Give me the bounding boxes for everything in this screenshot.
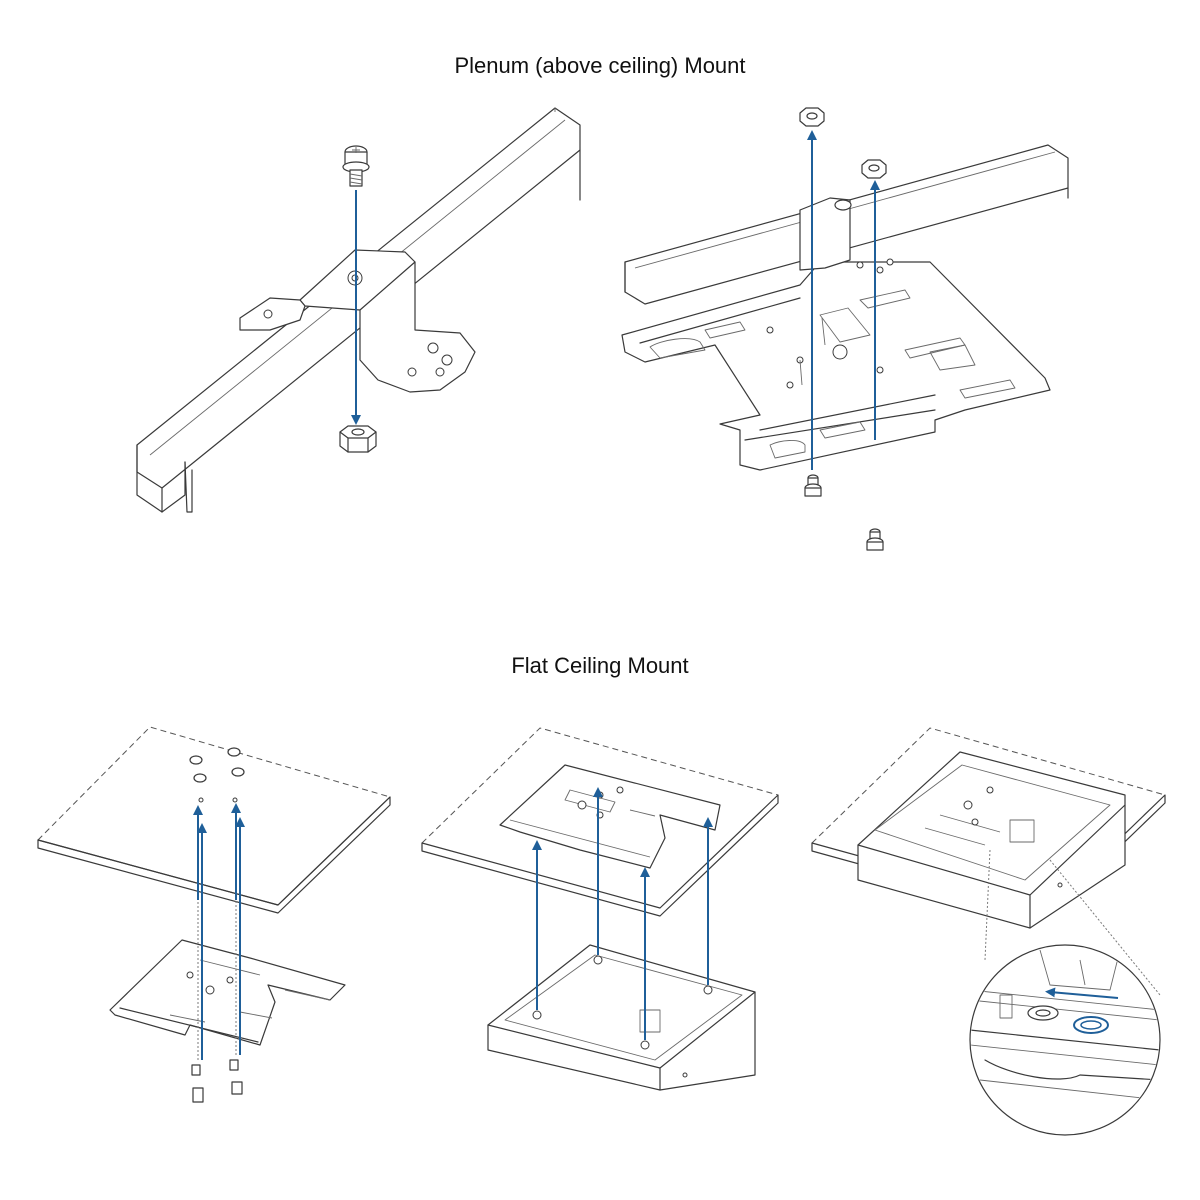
plenum-step-1-diagram [136, 107, 581, 513]
mounted-access-point [857, 751, 1126, 929]
screw-icon [804, 474, 822, 497]
screw-icon [866, 528, 884, 551]
screw-icon [191, 1059, 243, 1103]
access-point-device [487, 944, 756, 1091]
flat-step-3-diagram [811, 727, 1166, 1136]
mounting-bracket [499, 764, 721, 869]
mounting-bracket [621, 258, 1051, 471]
hex-nut-icon [339, 425, 377, 453]
wall-anchor-icon [189, 747, 245, 803]
plenum-mount-title: Plenum (above ceiling) Mount [454, 53, 746, 78]
screw-icon [342, 145, 370, 187]
slide-lock-arrow [1045, 987, 1119, 999]
hex-nut-icon [799, 107, 825, 127]
detail-magnifier [969, 944, 1161, 1136]
flat-step-2-diagram [421, 727, 779, 1091]
rail-clip-screw [834, 199, 852, 211]
rail-clip-bracket [239, 249, 476, 393]
flat-step-1-diagram [37, 726, 391, 1103]
ceiling-panel [421, 727, 779, 917]
ceiling-panel [37, 726, 391, 914]
mounting-bracket [109, 939, 346, 1046]
plenum-step-2-diagram [621, 107, 1069, 551]
flat-ceiling-mount-title: Flat Ceiling Mount [511, 653, 689, 678]
hex-nut-icon [861, 159, 887, 179]
